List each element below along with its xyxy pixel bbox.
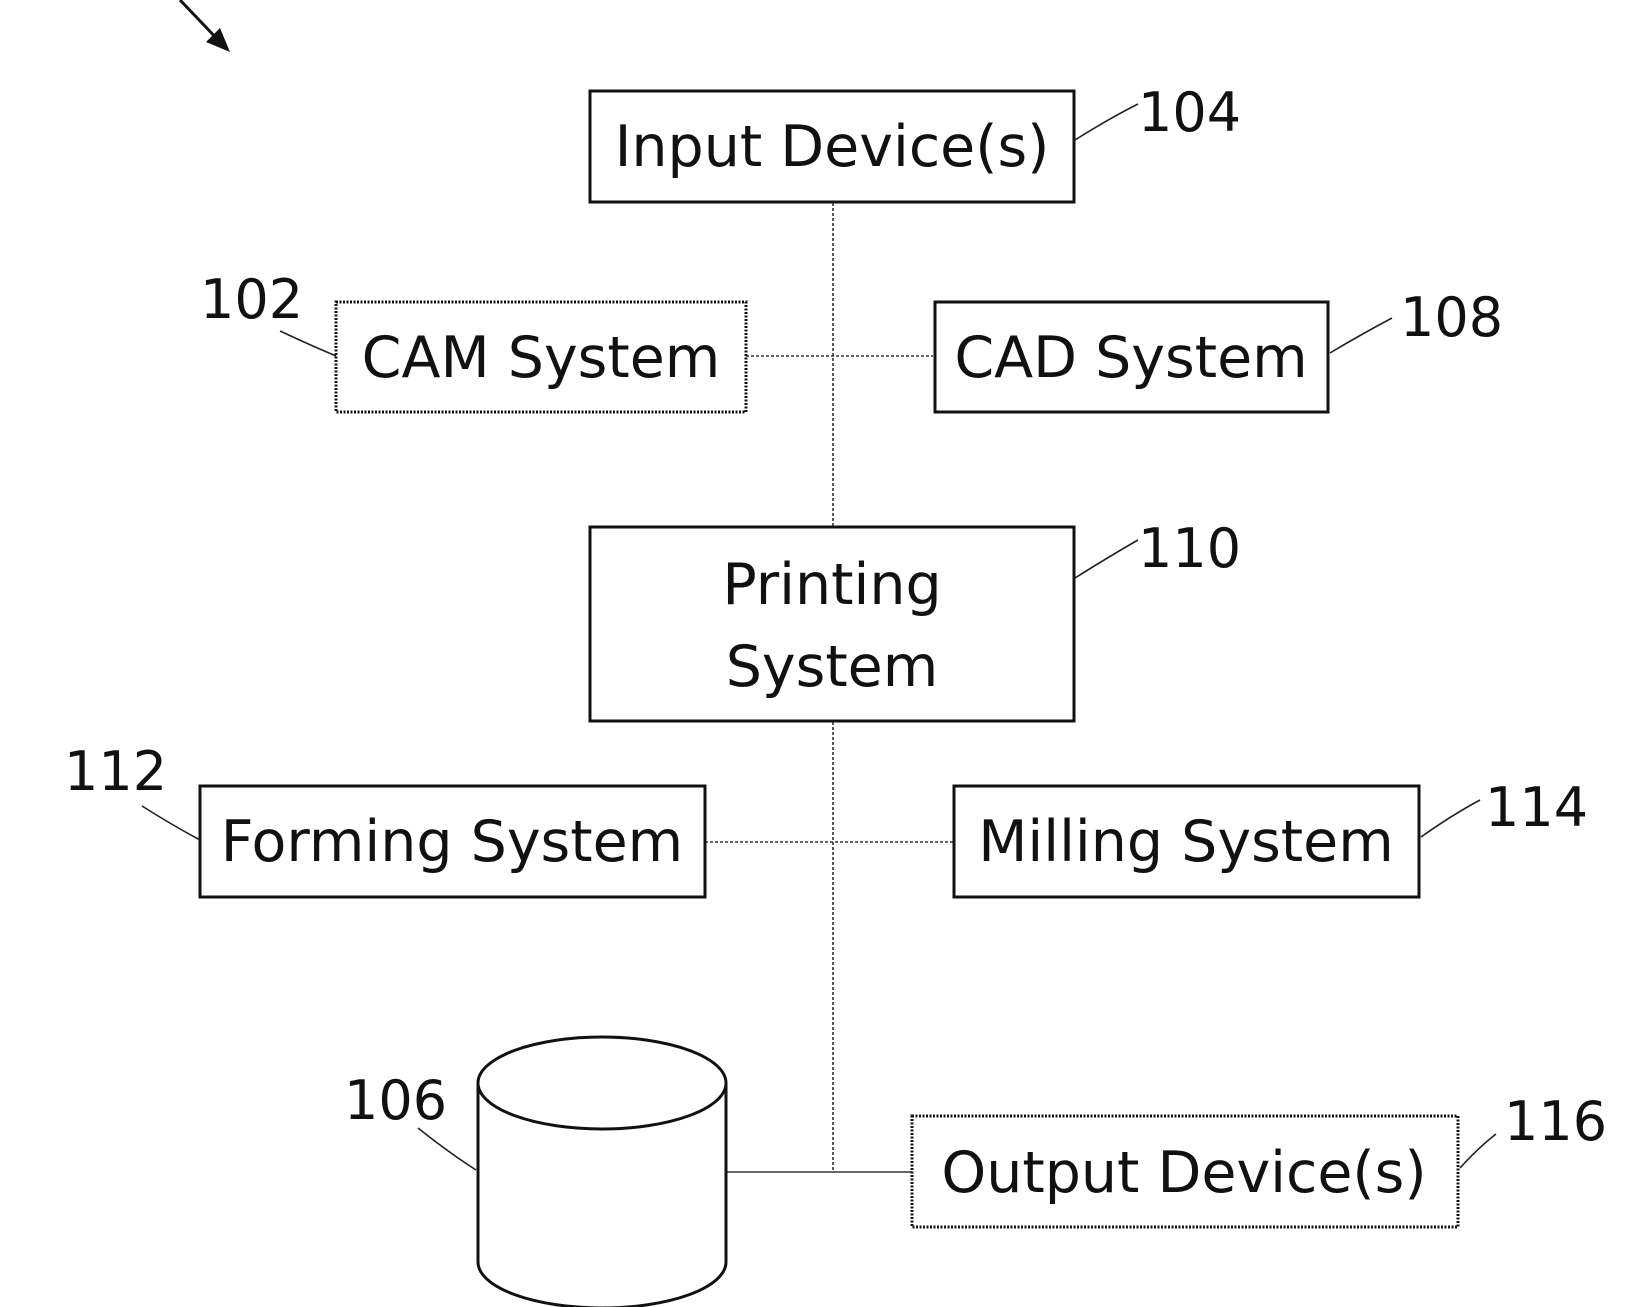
printing-system-node: Printing System 110 xyxy=(590,517,1241,721)
output-devices-label: Output Device(s) xyxy=(941,1140,1426,1206)
cam-system-ref: 102 xyxy=(200,268,303,331)
database-node: 106 xyxy=(344,1037,726,1307)
database-leader xyxy=(418,1128,476,1170)
cad-system-leader xyxy=(1330,318,1392,353)
database-cylinder-top xyxy=(478,1037,726,1129)
output-devices-node: Output Device(s) 116 xyxy=(912,1090,1607,1227)
milling-system-label: Milling System xyxy=(978,809,1394,875)
input-devices-label: Input Device(s) xyxy=(615,114,1050,180)
cad-system-node: CAD System 108 xyxy=(935,286,1503,412)
cad-system-label: CAD System xyxy=(954,325,1307,391)
input-devices-leader xyxy=(1075,104,1138,140)
milling-system-node: Milling System 114 xyxy=(954,776,1588,897)
database-ref: 106 xyxy=(344,1069,447,1132)
printing-system-leader xyxy=(1075,540,1138,578)
forming-system-ref: 112 xyxy=(64,740,167,803)
printing-system-label-line2: System xyxy=(726,634,939,700)
figure-pointer-arrow xyxy=(180,0,230,52)
cam-system-leader xyxy=(280,331,336,356)
input-devices-node: Input Device(s) 104 xyxy=(590,81,1241,202)
cam-system-node: CAM System 102 xyxy=(200,268,746,412)
milling-system-ref: 114 xyxy=(1485,776,1588,839)
printing-system-ref: 110 xyxy=(1138,517,1241,580)
output-devices-ref: 116 xyxy=(1504,1090,1607,1153)
printing-system-label-line1: Printing xyxy=(722,552,941,618)
forming-system-node: Forming System 112 xyxy=(64,740,705,897)
cam-system-label: CAM System xyxy=(362,325,721,391)
milling-system-leader xyxy=(1421,800,1480,837)
output-devices-leader xyxy=(1460,1134,1496,1168)
input-devices-ref: 104 xyxy=(1138,81,1241,144)
forming-system-label: Forming System xyxy=(221,809,683,875)
forming-system-leader xyxy=(142,806,200,840)
cad-system-ref: 108 xyxy=(1400,286,1503,349)
